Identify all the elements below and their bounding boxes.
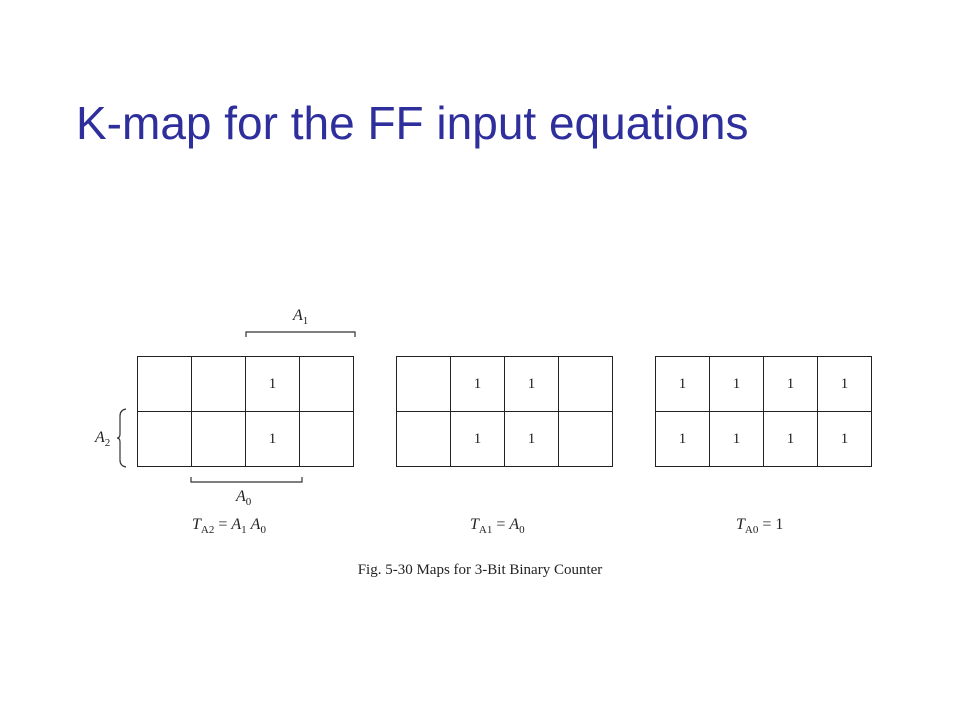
kmap-cell	[299, 411, 354, 467]
kmap-cell: 1	[763, 411, 818, 467]
equation-ta0: TA0 = 1	[736, 516, 784, 537]
kmap-cell	[558, 356, 613, 412]
equation-ta2: TA2 = A1 A0	[192, 516, 266, 537]
figure-caption: Fig. 5-30 Maps for 3-Bit Binary Counter	[357, 562, 603, 578]
kmap-cell: 1	[450, 411, 505, 467]
kmap-cell: 1	[504, 411, 559, 467]
kmap-cell: 1	[655, 411, 710, 467]
kmap-cell: 1	[763, 356, 818, 412]
label-a2: A2	[95, 429, 111, 450]
kmap-row: 1 1 1 1	[655, 411, 872, 467]
kmap-cell: 1	[709, 411, 764, 467]
slide-title: K-map for the FF input equations	[76, 97, 749, 149]
equation-ta1: TA1 = A0	[470, 516, 525, 537]
kmap-cell: 1	[450, 356, 505, 412]
kmap-cell	[558, 411, 613, 467]
kmap-cell: 1	[245, 356, 300, 412]
kmap-row: 1	[137, 411, 354, 467]
kmap-cell	[396, 411, 451, 467]
kmap-ta2: 1 1	[137, 356, 354, 467]
kmap-cell: 1	[817, 356, 872, 412]
label-a0: A0	[236, 488, 252, 509]
kmap-row: 1	[137, 356, 354, 412]
kmap-cell	[396, 356, 451, 412]
label-a1: A1	[293, 307, 309, 328]
kmap-cell	[137, 356, 192, 412]
bracket-a2	[116, 408, 127, 468]
bracket-a1	[245, 331, 356, 337]
bracket-a0	[190, 477, 303, 483]
kmap-row: 1 1	[396, 356, 613, 412]
kmap-cell	[137, 411, 192, 467]
kmap-ta1: 1 1 1 1	[396, 356, 613, 467]
kmap-cell: 1	[709, 356, 764, 412]
kmap-row: 1 1 1 1	[655, 356, 872, 412]
kmap-cell	[191, 411, 246, 467]
kmap-cell	[191, 356, 246, 412]
kmap-cell: 1	[817, 411, 872, 467]
kmap-cell	[299, 356, 354, 412]
kmap-cell: 1	[245, 411, 300, 467]
kmap-ta0: 1 1 1 1 1 1 1 1	[655, 356, 872, 467]
kmap-cell: 1	[655, 356, 710, 412]
kmap-cell: 1	[504, 356, 559, 412]
kmap-row: 1 1	[396, 411, 613, 467]
